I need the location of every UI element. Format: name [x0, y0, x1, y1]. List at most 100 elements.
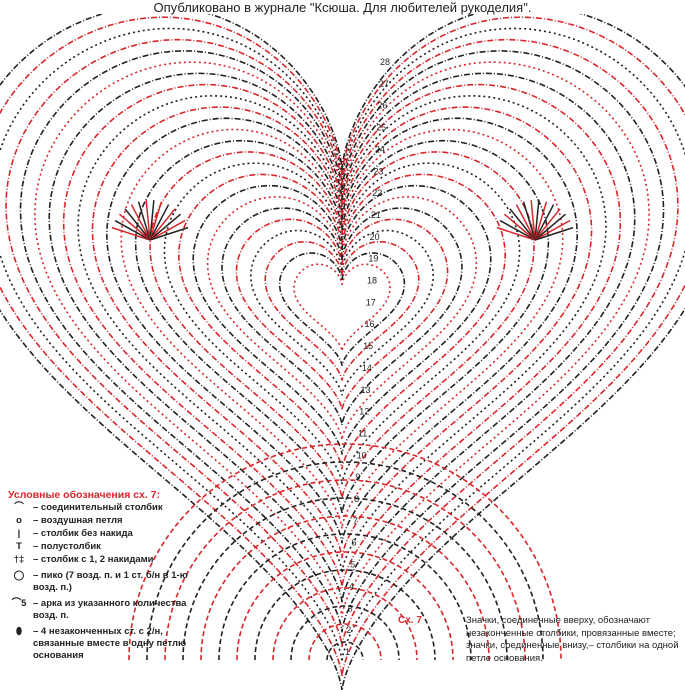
stitch-mark	[534, 208, 561, 241]
half-double-crochet-icon: T	[16, 541, 22, 552]
stitch-row	[5, 38, 679, 647]
legend-item-text: – пико (7 возд. п. и 1 ст. б/н в 1-ю воз…	[33, 570, 188, 593]
stitch-mark	[124, 208, 151, 241]
slip-stitch-icon: ⌒	[14, 502, 24, 513]
row-number: 2	[346, 625, 351, 635]
row-number-labels: 1234567891011121314151617181920212223242…	[345, 57, 390, 657]
row-number: 25	[376, 123, 386, 133]
chain-arch-icon: ⌒5	[11, 598, 27, 609]
stitch-mark	[137, 201, 151, 241]
single-crochet-icon: |	[17, 528, 21, 539]
row-number: 9	[355, 472, 360, 482]
legend-item: ⌒ – соединительный столбик	[8, 502, 198, 514]
row-number: 28	[380, 57, 390, 67]
stitch-row	[235, 218, 449, 411]
stitch-mark	[149, 200, 155, 241]
stitch-row	[149, 151, 535, 499]
stitch-mark	[114, 219, 151, 241]
stitch-mark	[111, 226, 151, 241]
row-number: 14	[362, 363, 372, 373]
fan-row	[218, 533, 472, 661]
stitch-row	[0, 16, 685, 677]
double-crochet-icon: †‡	[13, 554, 25, 565]
legend-item: ⌒5– арка из указанного количества возд. …	[8, 598, 198, 622]
row-number: 21	[371, 210, 381, 220]
joined-stitches-note: Значки, соединенные вверху, обозначают н…	[466, 615, 679, 664]
legend-item-text: – воздушная петля	[33, 515, 123, 526]
row-number: 20	[370, 232, 380, 242]
fan-row	[200, 515, 490, 661]
cluster-icon: ⬮	[16, 626, 22, 637]
row-number: 12	[359, 407, 369, 417]
legend-item-text: – столбик без накида	[33, 528, 133, 539]
stitch-mark	[145, 200, 151, 241]
stitch-mark	[522, 201, 536, 241]
fan-row	[326, 641, 364, 661]
row-number: 26	[377, 101, 387, 111]
stitch-mark	[534, 200, 540, 241]
stitch-row	[120, 128, 564, 529]
stitch-mark	[149, 201, 163, 241]
row-number: 22	[372, 188, 382, 198]
stitch-mark	[534, 201, 548, 241]
legend-item: ⬮ – 4 незаконченных ст. с 2/н, связанные …	[8, 626, 198, 662]
row-number: 7	[353, 516, 358, 526]
stitch-row	[192, 184, 492, 455]
fan-row	[254, 569, 436, 661]
fan-row	[164, 479, 526, 661]
stitch-mark	[130, 204, 151, 241]
picot-icon: ◯	[13, 570, 25, 581]
row-number: 15	[363, 341, 373, 351]
row-number: 13	[361, 385, 371, 395]
stitch-mark	[503, 213, 536, 241]
stitch-row	[48, 72, 636, 603]
stitch-mark	[149, 226, 189, 241]
row-number: 3	[348, 603, 353, 613]
row-number: 18	[367, 276, 377, 286]
legend-item-text: – соединительный столбик	[33, 502, 163, 513]
stitch-row	[134, 139, 550, 514]
row-number: 16	[364, 319, 374, 329]
stitch-row	[19, 49, 665, 633]
stitch-mark	[534, 219, 571, 241]
legend-item-text: – полустолбик	[33, 541, 101, 552]
stitch-row	[293, 263, 391, 351]
stitch-row	[91, 106, 593, 559]
fan-row	[272, 587, 418, 661]
fan-row	[290, 605, 400, 661]
fan-row	[128, 443, 562, 661]
row-number: 8	[354, 494, 359, 504]
stitch-mark	[515, 204, 536, 241]
stitch-row	[0, 14, 685, 690]
row-number: 11	[358, 428, 367, 438]
stitch-mark	[530, 200, 536, 241]
legend-heading: Условные обозначения сх. 7:	[8, 489, 160, 501]
stitch-mark	[499, 219, 536, 241]
stitch-mark	[534, 204, 555, 241]
stitch-row	[177, 173, 507, 470]
stitch-mark	[534, 226, 574, 241]
legend: Условные обозначения сх. 7: ⌒ – соедините…	[8, 489, 198, 666]
stitch-mark	[496, 226, 536, 241]
legend-item-text: – столбик с 1, 2 накидами	[33, 554, 154, 565]
row-number: 24	[375, 144, 385, 154]
stitch-mark	[118, 213, 151, 241]
stitch-row	[221, 207, 463, 425]
stitch-mark	[509, 208, 536, 241]
fan-row	[236, 551, 454, 661]
publication-caption: Опубликовано в журнале "Ксюша. Для любит…	[153, 0, 532, 15]
stitch-row	[0, 27, 685, 662]
diagram-rows	[0, 14, 685, 690]
stitch-row	[163, 162, 521, 485]
row-number: 6	[351, 538, 356, 548]
stitch-row	[278, 252, 406, 366]
row-number: 5	[350, 560, 355, 570]
stitch-mark	[149, 204, 170, 241]
row-number: 10	[357, 450, 367, 460]
row-number: 1	[345, 647, 350, 657]
legend-item: | – столбик без накида	[8, 528, 198, 540]
stitch-row	[77, 94, 607, 573]
stitch-mark	[534, 213, 567, 241]
stitch-row	[264, 240, 420, 381]
legend-item-text: – 4 незаконченных ст. с 2/н, связанные в…	[33, 626, 187, 661]
